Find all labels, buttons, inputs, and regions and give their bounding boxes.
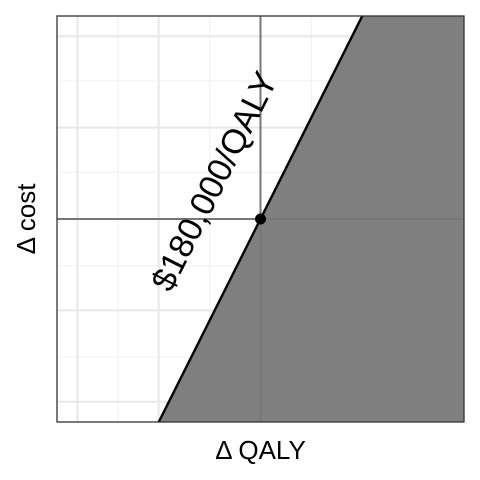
panel-border (56, 15, 465, 423)
y-axis-title: Δ cost (11, 183, 41, 255)
plot-area (56, 15, 465, 423)
origin-point (255, 213, 266, 225)
x-axis-title: Δ QALY (215, 435, 306, 465)
